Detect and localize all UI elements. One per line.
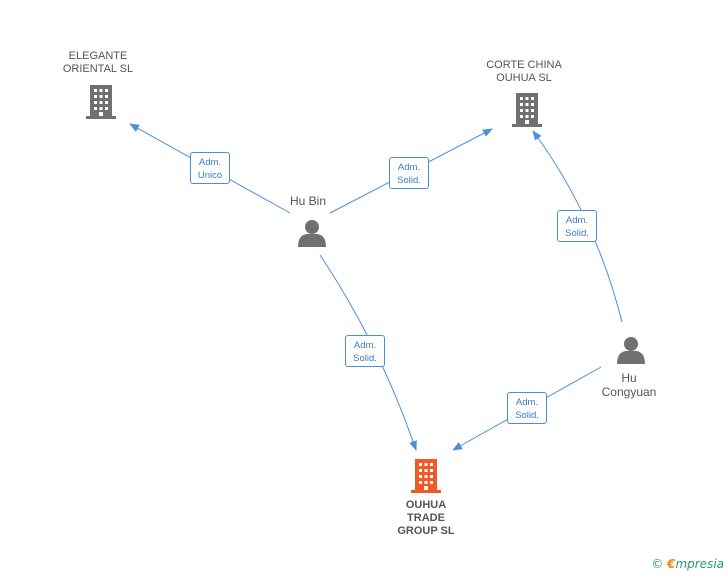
company-label-corte-china[interactable]: CORTE CHINA OUHUA SL [486, 59, 562, 84]
company-label-elegante[interactable]: ELEGANTE ORIENTAL SL [62, 50, 134, 75]
brand-footer[interactable]: © €mpresia [651, 557, 724, 571]
company-label-ouhua[interactable]: OUHUA TRADE GROUP SL [397, 499, 455, 537]
copyright-symbol: © [651, 557, 664, 571]
person-label-hu-congyuan[interactable]: Hu Congyuan [601, 371, 657, 399]
edge-label-hubin-elegante: Adm. Unico [190, 152, 230, 184]
brand-name: mpresia [675, 557, 724, 571]
person-icon[interactable] [617, 337, 645, 364]
edge-label-hubin-ouhua: Adm. Solid. [345, 335, 385, 367]
building-icon[interactable] [411, 459, 441, 493]
edge-label-hubin-corte: Adm. Solid. [389, 157, 429, 189]
edge-label-congyuan-ouhua: Adm. Solid. [507, 392, 547, 424]
person-label-hu-bin[interactable]: Hu Bin [289, 194, 327, 208]
person-icon[interactable] [298, 220, 326, 247]
building-icon[interactable] [512, 93, 542, 127]
building-icon[interactable] [86, 85, 116, 119]
empresia-logo-icon: € [667, 557, 676, 571]
edge-label-congyuan-corte: Adm. Solid. [557, 210, 597, 242]
